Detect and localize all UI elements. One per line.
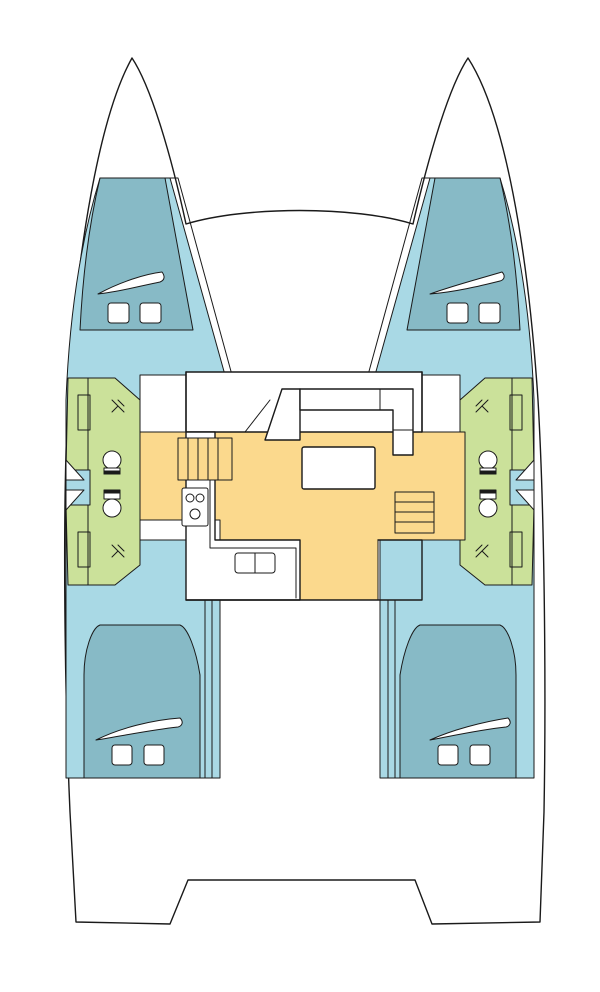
- starboard-aft-hatch-2: [469, 744, 491, 766]
- toilet-icon: [478, 489, 498, 518]
- shower-icon: [77, 394, 125, 431]
- port-entry-step: [65, 459, 85, 481]
- saloon-settee: [299, 388, 414, 456]
- shower-icon: [475, 394, 523, 431]
- starboard-aft-berth: [399, 624, 517, 779]
- saloon-settee-cushions: [379, 388, 414, 431]
- nav-station-seat: [264, 388, 301, 441]
- starboard-forward-hatch-2: [478, 302, 501, 324]
- port-forward-bulkhead: [169, 177, 233, 376]
- stairs-icon: [394, 491, 435, 534]
- port-forward-pillow: [97, 271, 165, 295]
- saloon-table: [301, 446, 376, 490]
- saloon-upper-outline: [185, 371, 423, 433]
- nav-station-bench: [244, 399, 271, 433]
- stairs-icon: [177, 437, 233, 481]
- port-aft-berth: [83, 624, 201, 779]
- port-forward-hatch-2: [139, 302, 162, 324]
- stove-icon: [181, 487, 209, 527]
- galley-boundary: [209, 439, 297, 599]
- toilet-icon: [102, 450, 122, 475]
- toilet-icon: [102, 489, 122, 518]
- port-aft-hatch-2: [143, 744, 165, 766]
- starboard-aft-pillow: [429, 717, 511, 741]
- starboard-forward-hatch-1: [446, 302, 469, 324]
- sink-icon: [234, 552, 276, 574]
- starboard-entry-step: [515, 459, 535, 481]
- shower-icon: [475, 531, 523, 568]
- port-forward-hatch-1: [107, 302, 130, 324]
- port-aft-hatch-1: [111, 744, 133, 766]
- port-aft-pillow: [95, 717, 183, 741]
- toilet-icon: [478, 450, 498, 475]
- starboard-entry-step-2: [515, 489, 535, 511]
- port-entry-step-2: [65, 489, 85, 511]
- shower-icon: [77, 531, 125, 568]
- starboard-aft-hatch-1: [437, 744, 459, 766]
- saloon-lower-outline: [185, 539, 423, 601]
- starboard-forward-pillow: [429, 271, 505, 295]
- starboard-forward-bulkhead: [367, 177, 431, 376]
